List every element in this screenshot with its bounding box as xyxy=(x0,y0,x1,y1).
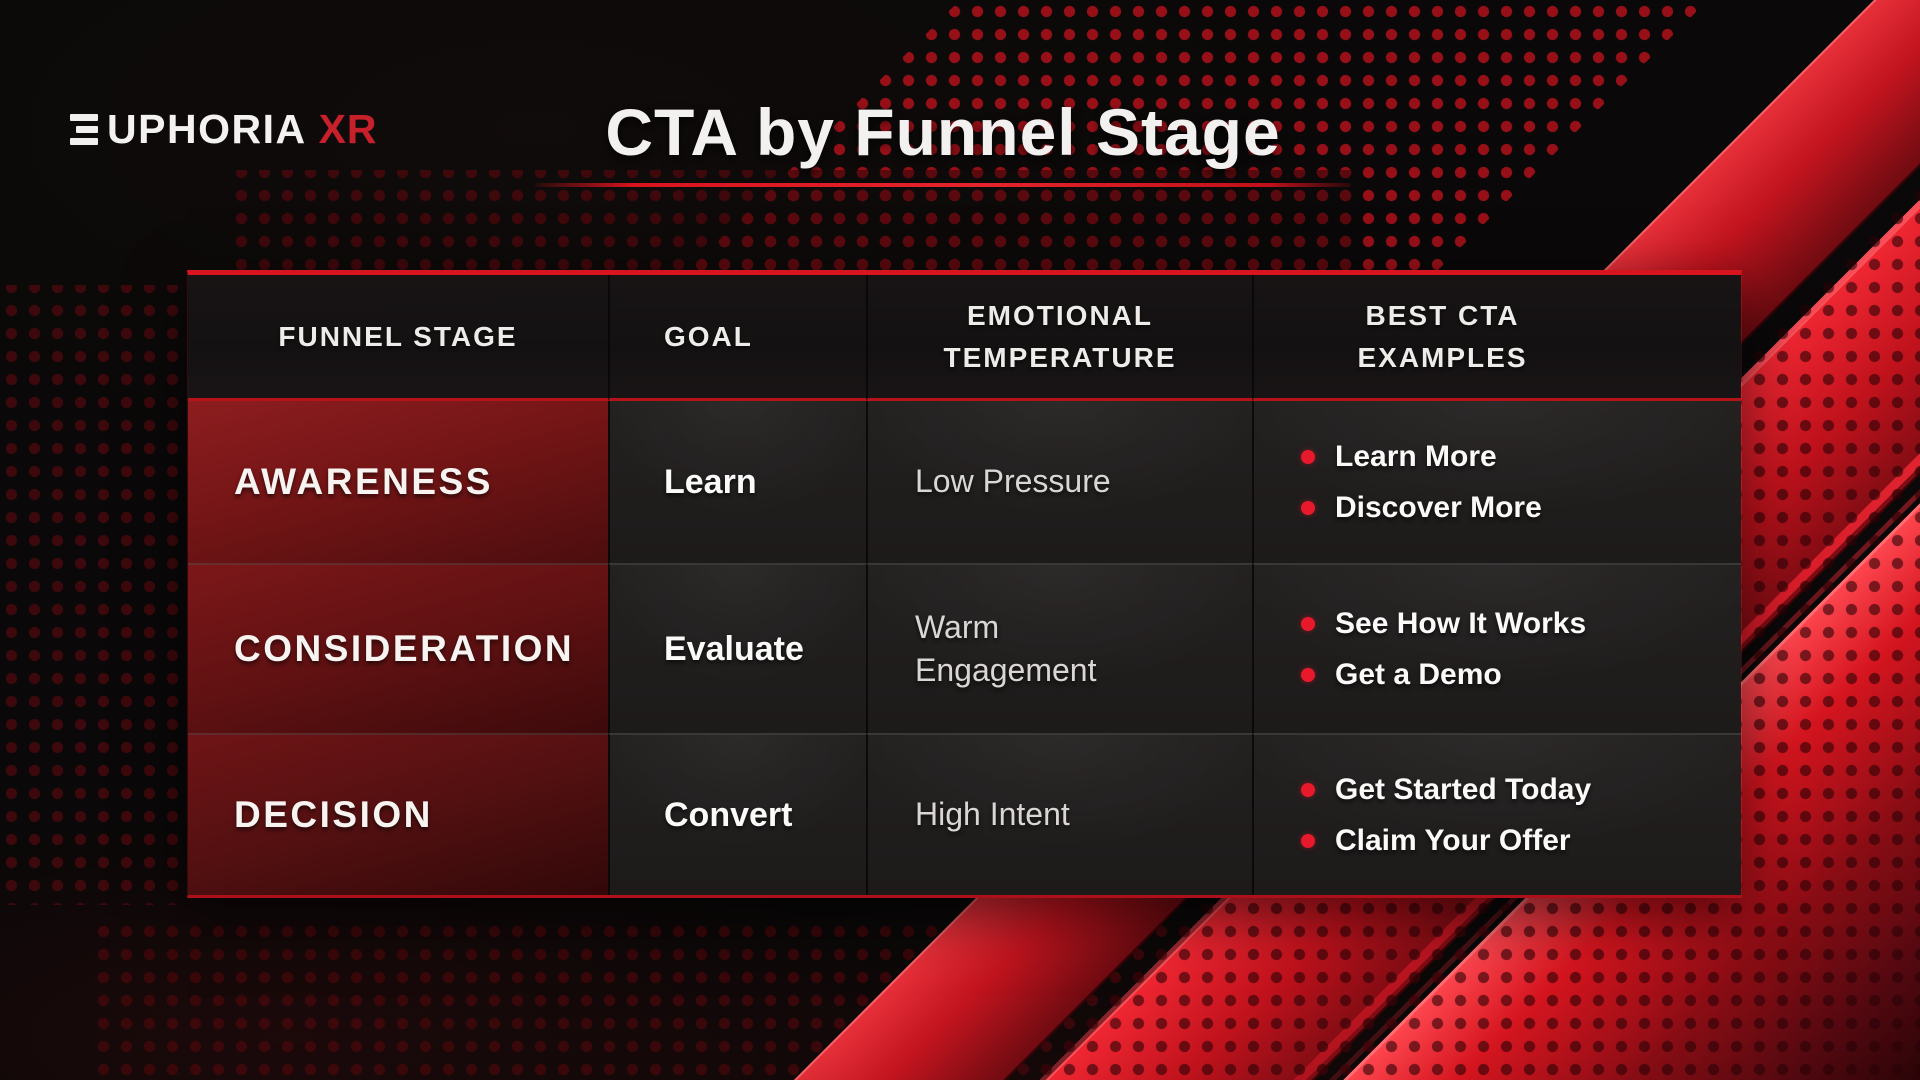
temperature-value: Low Pressure xyxy=(915,463,1111,500)
table-row-awareness-stage-cell: AWARENESS xyxy=(188,401,608,563)
table-row-consideration-stage-cell: CONSIDERATION xyxy=(188,563,608,733)
table-row-awareness-goal-cell: Learn xyxy=(608,401,866,563)
cta-list-item: See How It Works xyxy=(1301,607,1586,641)
table-row-decision-goal-cell: Convert xyxy=(608,733,866,895)
cta-list-item: Discover More xyxy=(1301,491,1542,525)
cta-label: See How It Works xyxy=(1335,606,1587,640)
page-title: CTA by Funnel Stage xyxy=(605,95,1281,169)
cta-list: See How It Works Get a Demo xyxy=(1254,607,1586,692)
table-row-consideration-temperature-cell: Warm Engagement xyxy=(866,563,1252,733)
cta-list-item: Get a Demo xyxy=(1301,658,1586,692)
cta-list-item: Learn More xyxy=(1301,440,1542,474)
brand-logo: UPHORIA XR xyxy=(70,106,378,152)
column-header-label: EMOTIONAL TEMPERATURE xyxy=(943,299,1177,373)
goal-value: Learn xyxy=(664,462,757,501)
column-header-label: BEST CTA EXAMPLES xyxy=(1357,299,1528,373)
euphoria-logo-mark xyxy=(70,113,98,145)
bullet-dot-icon xyxy=(1301,782,1315,797)
bullet-dot-icon xyxy=(1301,833,1315,848)
goal-value: Evaluate xyxy=(664,629,804,668)
cta-label: Get a Demo xyxy=(1335,657,1502,691)
cta-label: Get Started Today xyxy=(1335,772,1592,806)
table-row-awareness-temperature-cell: Low Pressure xyxy=(866,401,1252,563)
bullet-dot-icon xyxy=(1301,500,1315,515)
column-header-label: GOAL xyxy=(664,320,753,352)
stage-label: AWARENESS xyxy=(234,461,493,502)
table-row-decision-cta-cell: Get Started Today Claim Your Offer xyxy=(1252,733,1741,895)
cta-label: Claim Your Offer xyxy=(1335,823,1571,857)
goal-value: Convert xyxy=(664,795,793,834)
temperature-value: High Intent xyxy=(915,796,1070,833)
table-row-decision-stage-cell: DECISION xyxy=(188,733,608,895)
title-underline xyxy=(535,183,1351,187)
bullet-dot-icon xyxy=(1301,667,1315,682)
table-row-awareness-cta-cell: Learn More Discover More xyxy=(1252,401,1741,563)
cta-label: Learn More xyxy=(1335,439,1497,473)
brand-suffix: XR xyxy=(318,105,378,152)
column-header-funnel-stage: FUNNEL STAGE xyxy=(188,275,608,401)
table-row-consideration-cta-cell: See How It Works Get a Demo xyxy=(1252,563,1741,733)
table-row-decision-temperature-cell: High Intent xyxy=(866,733,1252,895)
bullet-dot-icon xyxy=(1301,449,1315,464)
cta-list-item: Get Started Today xyxy=(1301,773,1591,807)
cta-label: Discover More xyxy=(1335,490,1542,524)
cta-list-item: Claim Your Offer xyxy=(1301,824,1591,858)
column-header-emotional-temperature: EMOTIONAL TEMPERATURE xyxy=(866,275,1252,401)
column-header-label: FUNNEL STAGE xyxy=(278,320,518,352)
cta-list: Get Started Today Claim Your Offer xyxy=(1254,773,1591,858)
temperature-value: Warm Engagement xyxy=(915,608,1097,688)
brand-name: UPHORIA xyxy=(107,105,307,152)
column-header-best-cta-examples: BEST CTA EXAMPLES xyxy=(1252,275,1741,401)
table-row-consideration-goal-cell: Evaluate xyxy=(608,563,866,733)
stage-label: CONSIDERATION xyxy=(234,628,575,669)
column-header-goal: GOAL xyxy=(608,275,866,401)
bullet-dot-icon xyxy=(1301,616,1315,631)
stage-label: DECISION xyxy=(234,794,433,835)
cta-list: Learn More Discover More xyxy=(1254,440,1542,525)
funnel-stage-table: FUNNEL STAGE GOAL EMOTIONAL TEMPERATURE … xyxy=(187,270,1742,898)
